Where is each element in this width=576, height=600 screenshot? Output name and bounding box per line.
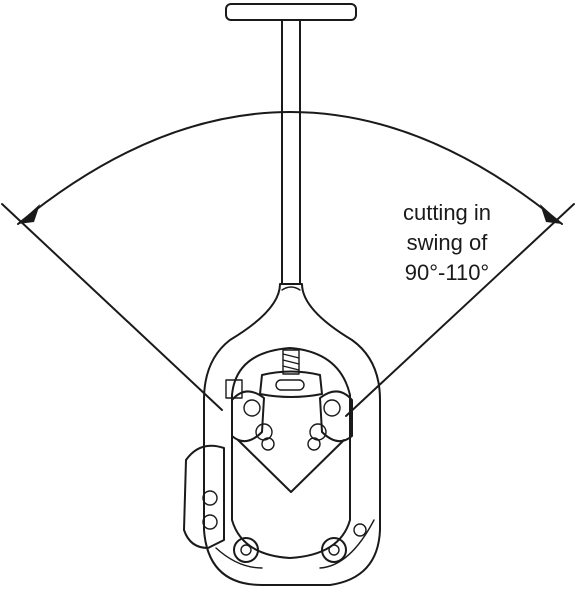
feed-screw (282, 349, 300, 375)
upper-carriage (231, 370, 353, 451)
swing-annotation: cutting in swing of 90°-110° (372, 198, 522, 288)
cutter-frame (203, 283, 381, 586)
swing-angle-lines (1, 203, 575, 417)
lower-rollers (215, 519, 375, 569)
side-latch (183, 379, 243, 549)
cut-vee (237, 439, 345, 493)
annotation-line-1: cutting in (402, 200, 492, 225)
t-handle (225, 3, 357, 285)
annotation-line-2: swing of (406, 230, 488, 255)
annotation-line-3: 90°-110° (404, 260, 490, 285)
